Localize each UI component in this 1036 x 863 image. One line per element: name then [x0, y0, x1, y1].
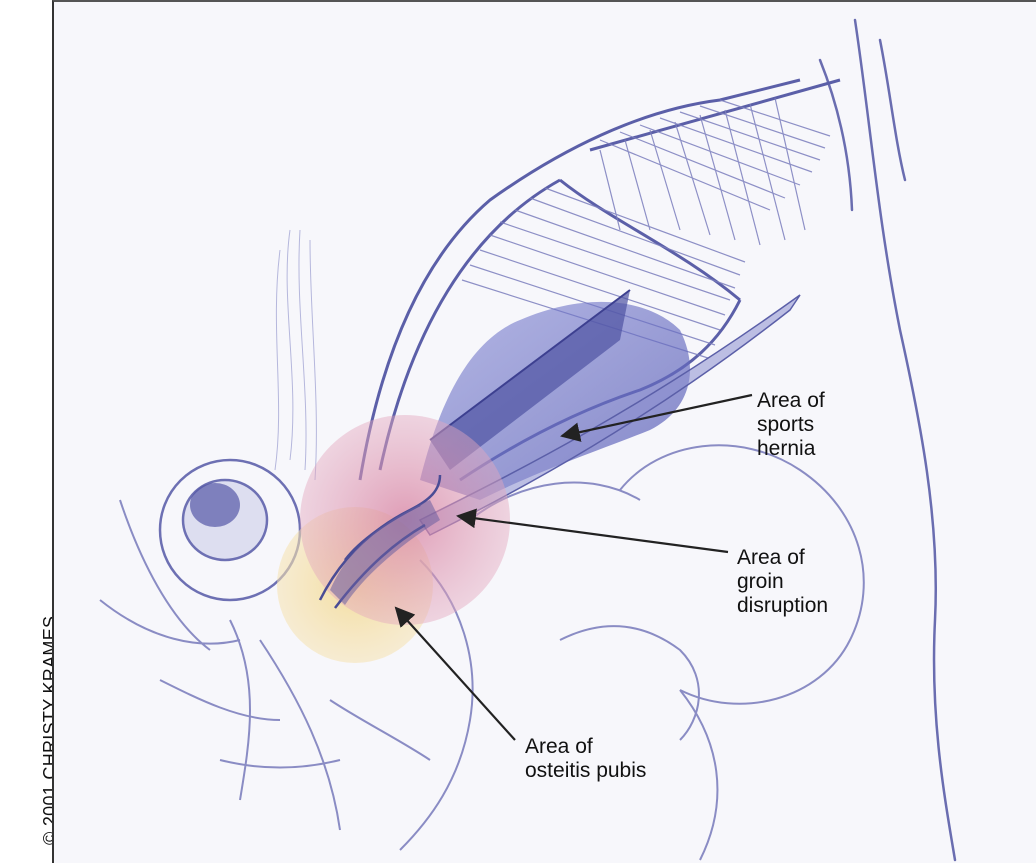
callout-line: disruption: [737, 594, 828, 618]
callout-line: hernia: [757, 437, 825, 461]
callout-line: sports: [757, 413, 825, 437]
callout-line: osteitis pubis: [525, 759, 646, 783]
cord-shading: [275, 230, 316, 480]
callout-line: Area of: [525, 735, 646, 759]
pubic-foramen-shadow: [190, 483, 240, 527]
callout-line: Area of: [737, 546, 828, 570]
callout-line: Area of: [757, 389, 825, 413]
callout-osteitis-pubis: Area of osteitis pubis: [525, 735, 646, 783]
callout-groin-disruption: Area of groin disruption: [737, 546, 828, 618]
body-contour: [820, 20, 955, 860]
callout-line: groin: [737, 570, 828, 594]
callout-sports-hernia: Area of sports hernia: [757, 389, 825, 461]
